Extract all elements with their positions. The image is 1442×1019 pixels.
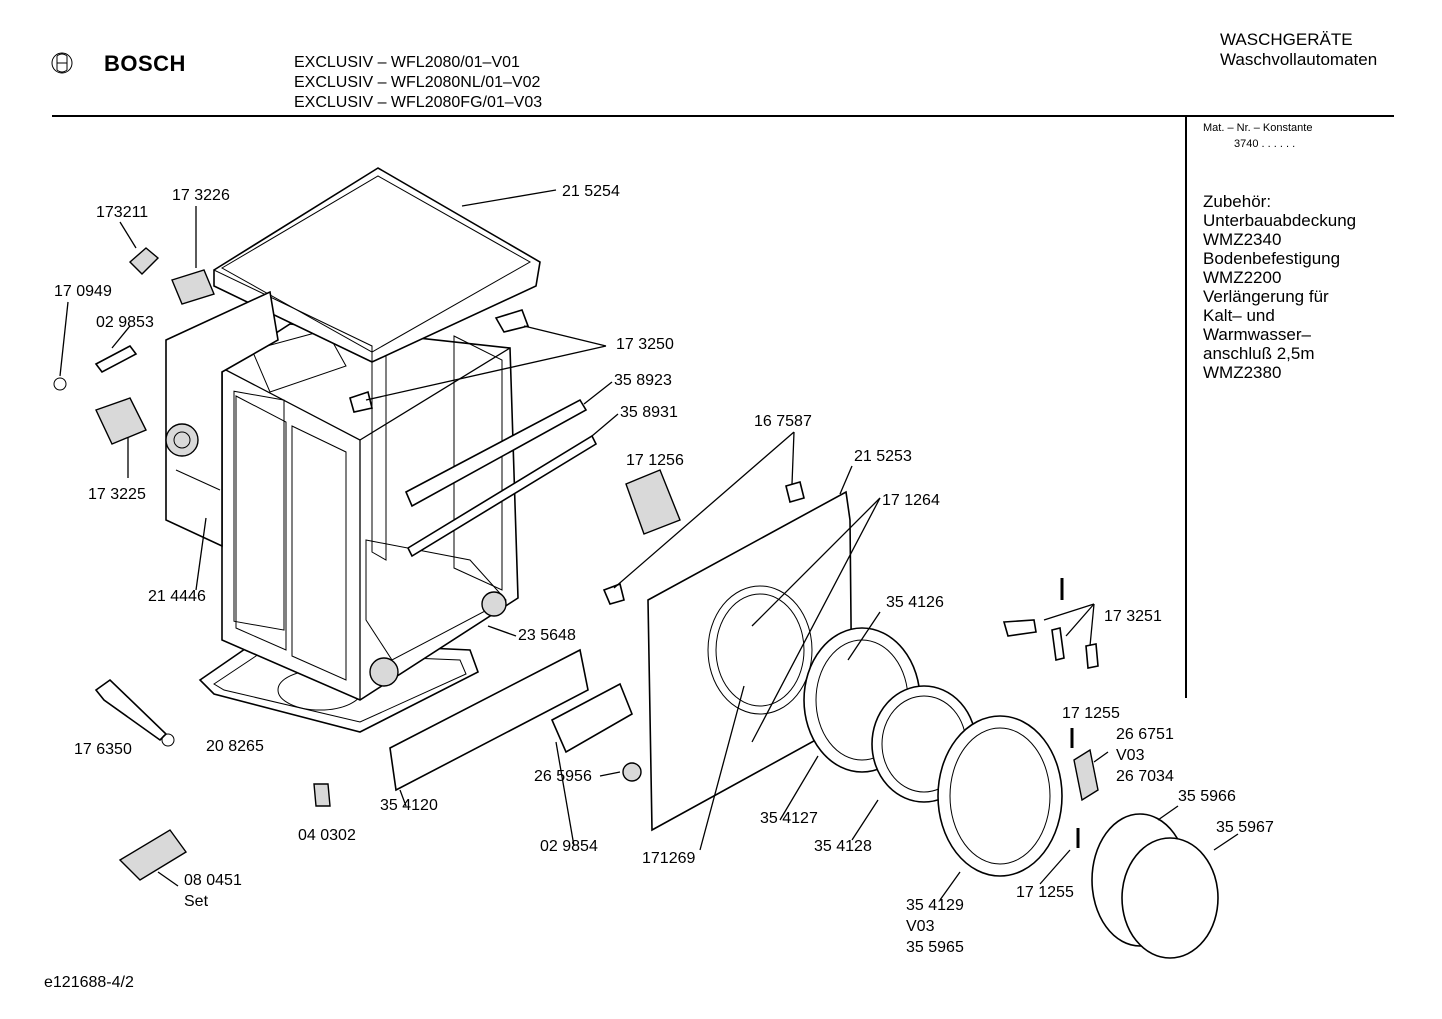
top-cover-part <box>213 167 541 363</box>
subcategory-title: Waschvollautomaten <box>1220 50 1378 69</box>
part-label[interactable]: 02 9854 <box>540 838 598 855</box>
accessory-line: Warmwasser– <box>1203 325 1311 344</box>
part-label[interactable]: V03 <box>1116 747 1145 764</box>
part-label[interactable]: 35 5967 <box>1216 819 1274 836</box>
part-label[interactable]: 16 7587 <box>754 413 812 430</box>
part-label[interactable]: 35 4129 <box>906 897 964 914</box>
door-ring-parts <box>803 627 1219 959</box>
drawing-id: e121688-4/2 <box>44 974 134 991</box>
part-label[interactable]: 20 8265 <box>206 738 264 755</box>
part-label[interactable]: 26 5956 <box>534 768 592 785</box>
part-label[interactable]: 17 3251 <box>1104 608 1162 625</box>
accessory-line: Kalt– und <box>1203 306 1275 325</box>
part-label[interactable]: 35 5966 <box>1178 788 1236 805</box>
part-label[interactable]: 26 6751 <box>1116 726 1174 743</box>
rail-parts <box>404 398 598 558</box>
accessory-line: anschluß 2,5m <box>1203 344 1315 363</box>
model-line-3: EXCLUSIV – WFL2080FG/01–V03 <box>294 94 543 111</box>
part-label[interactable]: 08 0451 <box>184 872 242 889</box>
accessory-line: Verlängerung für <box>1203 287 1329 306</box>
part-label[interactable]: 26 7034 <box>1116 768 1174 785</box>
part-label[interactable]: 17 6350 <box>74 741 132 758</box>
part-label[interactable]: 23 5648 <box>518 627 576 644</box>
cabinet-frame-part <box>221 323 519 701</box>
part-label[interactable]: 35 8923 <box>614 372 672 389</box>
part-label[interactable]: 173211 <box>96 204 149 221</box>
side-panel-part <box>165 290 279 548</box>
part-label[interactable]: 17 3226 <box>172 187 230 204</box>
part-label[interactable]: 17 3225 <box>88 486 146 503</box>
part-label[interactable]: 35 4128 <box>814 838 872 855</box>
plinth-cover-parts <box>389 648 634 792</box>
part-label[interactable]: 21 5253 <box>854 448 912 465</box>
mat-nr-label: Mat. – Nr. – Konstante <box>1203 122 1313 134</box>
part-label[interactable]: 17 0949 <box>54 283 112 300</box>
model-line-1: EXCLUSIV – WFL2080/01–V01 <box>294 54 520 71</box>
part-label[interactable]: 35 8931 <box>620 404 678 421</box>
accessory-line: WMZ2340 <box>1203 230 1282 249</box>
accessory-line: WMZ2380 <box>1203 363 1282 382</box>
small-clip-parts <box>53 247 1099 848</box>
mat-nr-value: 3740 . . . . . . <box>1234 138 1296 150</box>
part-label[interactable]: 17 1264 <box>882 492 940 509</box>
tool-parts <box>94 678 188 881</box>
accessory-line: WMZ2200 <box>1203 268 1282 287</box>
part-label[interactable]: 17 1255 <box>1016 884 1074 901</box>
part-label[interactable]: 02 9853 <box>96 314 154 331</box>
part-label[interactable]: Set <box>184 893 209 910</box>
part-label[interactable]: 21 5254 <box>562 183 620 200</box>
accessory-line: Bodenbefestigung <box>1203 249 1341 268</box>
accessory-line: Zubehör: <box>1203 192 1272 211</box>
part-label[interactable]: 17 3250 <box>616 336 674 353</box>
brand-name: BOSCH <box>104 51 186 76</box>
part-label[interactable]: 35 4126 <box>886 594 944 611</box>
part-label[interactable]: 171269 <box>642 850 696 867</box>
part-label[interactable]: 21 4446 <box>148 588 206 605</box>
part-label[interactable]: 35 4127 <box>760 810 818 827</box>
category-title: WASCHGERÄTE <box>1220 30 1353 49</box>
part-label[interactable]: 35 4120 <box>380 797 438 814</box>
leader-lines <box>59 189 1239 901</box>
bosch-logo-icon <box>51 52 73 74</box>
part-label[interactable]: 35 5965 <box>906 939 964 956</box>
part-label[interactable]: V03 <box>906 918 935 935</box>
model-line-2: EXCLUSIV – WFL2080NL/01–V02 <box>294 74 541 91</box>
part-label[interactable]: 04 0302 <box>298 827 356 844</box>
part-label[interactable]: 17 1255 <box>1062 705 1120 722</box>
accessory-line: Unterbauabdeckung <box>1203 211 1357 230</box>
part-label[interactable]: 17 1256 <box>626 452 684 469</box>
